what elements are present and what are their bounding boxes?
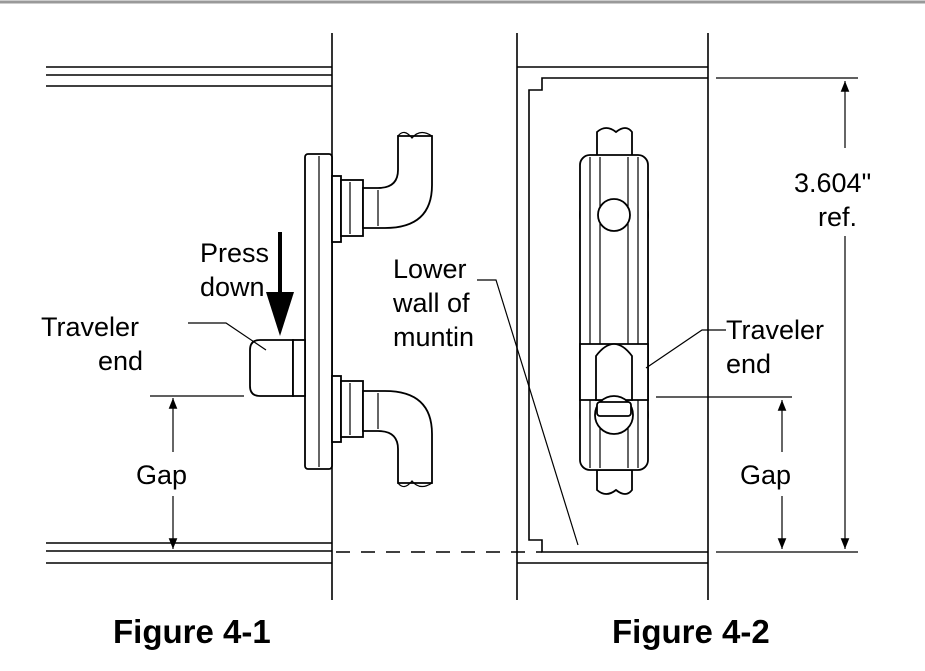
fig2-traveler-label-line2: end	[726, 349, 771, 379]
fig1-bracket-plate	[304, 153, 333, 470]
fig1-gap-label: Gap	[136, 460, 187, 490]
fig1-traveler-label-line2: end	[98, 346, 143, 376]
fig2-caption: Figure 4-2	[612, 613, 770, 650]
fig2-gap-label: Gap	[740, 460, 791, 490]
fig1-lower-elbow	[331, 375, 433, 488]
fig2-lower-wall-label-line1: Lower	[393, 254, 467, 284]
fig1-press-label-line2: down	[200, 272, 265, 302]
figure-4-2: Lower wall of muntin Traveler end Gap 3.…	[392, 33, 871, 650]
fig1-traveler-leader	[188, 322, 267, 351]
fig2-lower-wall-label-line2: wall of	[392, 288, 470, 318]
fig2-dimension-label-line1: 3.604"	[794, 168, 871, 198]
fig1-traveler-end	[249, 339, 306, 397]
fig2-lower-wall-label-line3: muntin	[393, 322, 474, 352]
fig2-dimension-label-line2: ref.	[818, 202, 857, 232]
figure-4-1: Press down Traveler end Gap Figure 4-1	[41, 33, 433, 650]
fig2-gap-dimension	[656, 396, 792, 549]
fig2-traveler-label-line1: Traveler	[726, 315, 824, 345]
fig1-press-down-arrow	[266, 232, 294, 336]
fig2-muntin-inner-profile	[528, 77, 708, 553]
fig2-lower-wall-leader	[477, 279, 579, 546]
fig1-bottom-rail	[46, 542, 332, 564]
fig2-traveler-leader	[645, 329, 726, 369]
fig1-caption: Figure 4-1	[113, 613, 271, 650]
fig2-traveler-assembly	[579, 127, 649, 495]
fig1-upper-elbow	[331, 131, 433, 243]
fig1-press-label-line1: Press	[200, 238, 269, 268]
fig1-top-rail	[46, 66, 332, 87]
fig1-gap-dimension	[150, 395, 244, 549]
fig2-height-dimension	[716, 77, 858, 553]
fig1-traveler-label-line1: Traveler	[41, 312, 139, 342]
